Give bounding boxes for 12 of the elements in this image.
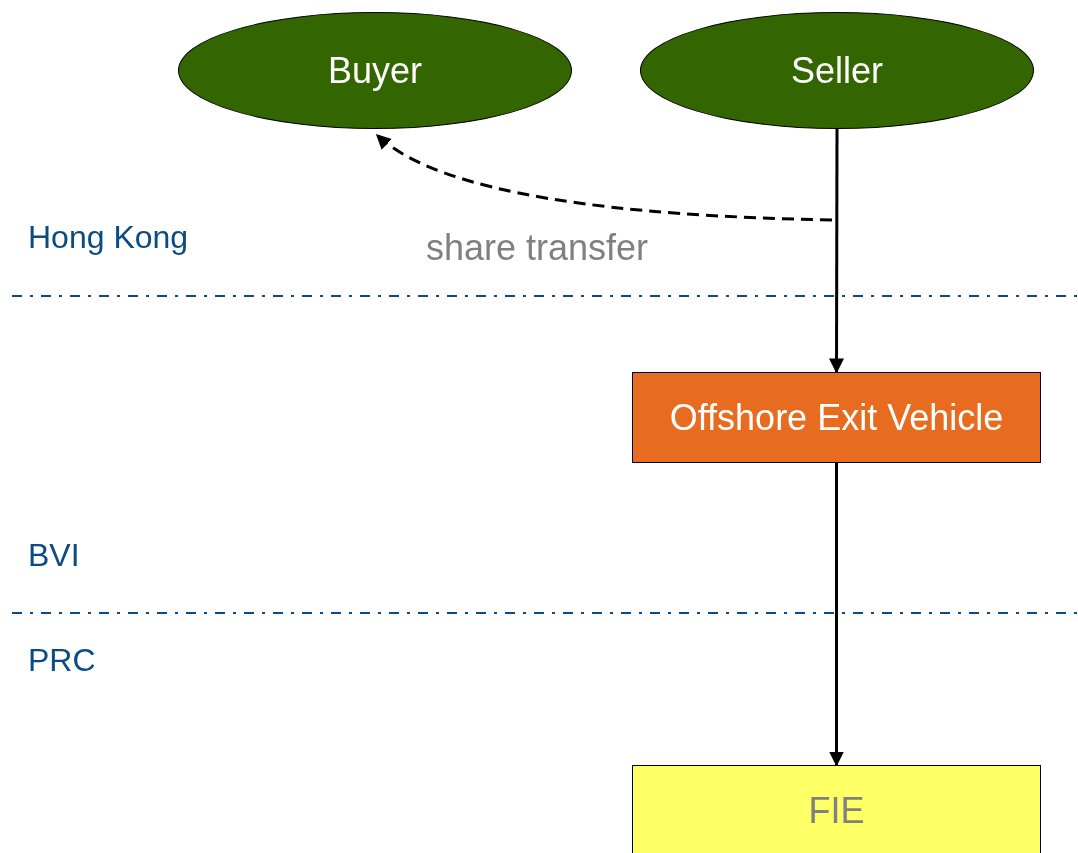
- arrow: [829, 129, 845, 374]
- arrow: [829, 463, 844, 767]
- node-label: FIE: [808, 790, 865, 831]
- region-label: Hong Kong: [28, 220, 189, 256]
- node-label: Offshore Exit Vehicle: [669, 397, 1004, 438]
- node-label: Seller: [790, 50, 883, 91]
- dashed-arrow: [375, 133, 833, 222]
- region-label: PRC: [28, 643, 96, 679]
- node-label: Buyer: [327, 50, 422, 91]
- entity-box: [632, 765, 1041, 853]
- region-label: BVI: [28, 538, 80, 574]
- entity-box: [632, 372, 1041, 463]
